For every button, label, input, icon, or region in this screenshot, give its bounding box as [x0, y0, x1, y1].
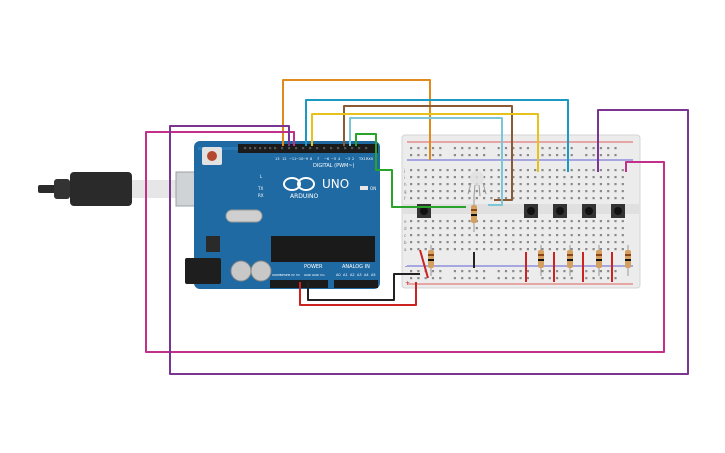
digital-pin-label: ~3 [345, 157, 350, 161]
wire-orange[interactable] [282, 79, 431, 160]
wire-purple[interactable] [169, 109, 689, 375]
analog-pin-label: A2 [350, 273, 355, 277]
resistor-icon [625, 245, 631, 276]
digital-pin-label: ~5 [331, 157, 336, 161]
row-label: f [404, 196, 406, 201]
analog-pin-label: A4 [364, 273, 369, 277]
power-pin-label: Vin [320, 273, 325, 277]
power-pin-label: 5V [296, 273, 301, 277]
digital-pin-label: ~6 [324, 157, 329, 161]
usb-cable-icon [38, 171, 217, 207]
power-pin-label: IOREF [272, 273, 281, 277]
power-jack [185, 258, 221, 284]
resistor-icon [428, 245, 434, 276]
microcontroller-chip [271, 236, 375, 262]
l-led-label: L [260, 174, 263, 179]
digital-pin-label: 7 [317, 157, 319, 161]
digital-pin-label: ~9 [303, 157, 308, 161]
wire-black-gnd[interactable] [307, 273, 420, 301]
wire-red-rail-1[interactable] [419, 249, 429, 279]
resistor-icon [567, 245, 573, 276]
pushbutton-icon[interactable] [553, 204, 567, 218]
plus-rail-label: + [405, 280, 410, 287]
digital-pin-label: 12 [282, 157, 286, 161]
resistors [428, 196, 631, 276]
tx-led-label: TX [257, 186, 263, 191]
power-pin-label: 3.3V [288, 273, 296, 277]
power-pin-label: GND [312, 273, 320, 277]
reset-button-cap [207, 151, 217, 161]
led-icon [467, 171, 487, 197]
analog-pin-label: A5 [371, 273, 376, 277]
resistor-icon [471, 196, 477, 232]
wire-green[interactable] [355, 133, 466, 208]
row-label: g [404, 189, 407, 194]
pushbutton-icon[interactable] [611, 204, 625, 218]
row-label: h [404, 182, 407, 187]
analog-pin-label: A1 [343, 273, 348, 277]
digital-pin-label: RX0 [366, 157, 373, 161]
row-label: a [404, 247, 407, 252]
analog-header [334, 280, 378, 288]
digital-pin-label: 4 [338, 157, 341, 161]
power-pin-label: RESET [280, 273, 290, 277]
analog-pin-label: A3 [357, 273, 362, 277]
digital-pin-label: 8 [310, 157, 312, 161]
wires [145, 79, 689, 375]
digital-pin-label: 13 [275, 157, 279, 161]
row-label: e [404, 219, 407, 224]
wire-cyan[interactable] [305, 99, 569, 172]
board-model-text: UNO [322, 177, 349, 191]
pushbutton-icon[interactable] [524, 204, 538, 218]
row-label: d [404, 226, 407, 231]
pushbuttons [417, 204, 625, 218]
wire-yellow[interactable] [311, 113, 539, 172]
power-pin-label: GND [304, 273, 312, 277]
row-label: i [404, 175, 405, 180]
digital-label: DIGITAL (PWM~) [313, 163, 355, 169]
analog-pin-label: A0 [336, 273, 341, 277]
power-label: POWER [304, 264, 323, 270]
on-label: ON [370, 186, 376, 191]
minus-rail-label: - [405, 263, 407, 270]
digital-header [238, 144, 378, 153]
digital-pin-label: TX1 [358, 157, 366, 161]
resistor-icon [596, 245, 602, 276]
wire-lightblue[interactable] [349, 117, 503, 206]
rx-led-label: RX [258, 193, 264, 198]
wire-red-5v[interactable] [299, 282, 417, 306]
digital-pin-label: ~10 [296, 157, 303, 161]
digital-pin-label: ~11 [289, 157, 296, 161]
row-label: c [404, 233, 406, 238]
wire-magenta[interactable] [145, 131, 665, 353]
aref-label: AREF [238, 136, 249, 141]
board-logo-text: ARDUINO [290, 193, 319, 200]
row-label: b [404, 240, 407, 245]
analog-label: ANALOG IN [342, 264, 370, 270]
wire-brown[interactable] [343, 105, 513, 201]
digital-pin-label: 2 [352, 157, 354, 161]
row-label: j [403, 168, 405, 173]
arduino-logo-icon [283, 177, 301, 191]
resistor-icon [538, 245, 544, 276]
crystal [225, 209, 263, 223]
pushbutton-icon[interactable] [582, 204, 596, 218]
